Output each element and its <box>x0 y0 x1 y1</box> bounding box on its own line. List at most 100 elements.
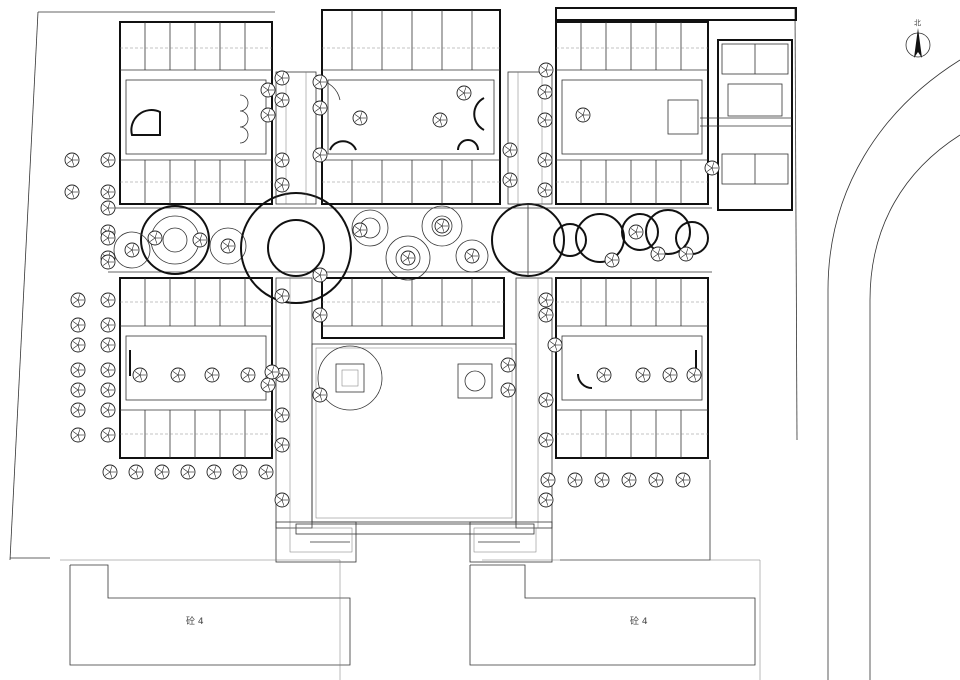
tree-icon <box>70 402 86 418</box>
tree-icon <box>274 177 290 193</box>
tree-icon <box>596 367 612 383</box>
tree-icon <box>434 218 450 234</box>
tree-icon <box>240 367 256 383</box>
classroom-block-center <box>321 277 505 339</box>
tree-icon <box>70 382 86 398</box>
tree-icon <box>70 317 86 333</box>
entrance-gates <box>275 521 553 563</box>
tree-icon <box>64 184 80 200</box>
tree-icon <box>575 107 591 123</box>
tree-icon <box>274 152 290 168</box>
existing-building-southwest: 砼 4 <box>60 559 351 680</box>
tree-icon <box>628 224 644 240</box>
building-label-southwest: 砼 4 <box>186 615 204 627</box>
tree-icon <box>500 382 516 398</box>
tree-icon <box>502 142 518 158</box>
central-plaza <box>295 343 535 535</box>
tree-icon <box>64 152 80 168</box>
circular-garden-band <box>108 192 712 304</box>
tree-icon <box>258 464 274 480</box>
tree-icon <box>312 147 328 163</box>
tree-icon <box>678 246 694 262</box>
tree-icon <box>662 367 678 383</box>
tree-icon <box>650 246 666 262</box>
tree-icon <box>70 292 86 308</box>
north-arrow: 北 <box>905 19 931 58</box>
tree-icon <box>206 464 222 480</box>
existing-building-southeast: 砼 4 <box>469 559 761 680</box>
tree-icon <box>100 317 116 333</box>
tree-icon <box>180 464 196 480</box>
tree-icon <box>537 182 553 198</box>
tree-icon <box>621 472 637 488</box>
tree-icon <box>537 84 553 100</box>
tree-icon <box>312 267 328 283</box>
tree-icon <box>260 82 276 98</box>
tree-icon <box>456 85 472 101</box>
tree-icon <box>537 152 553 168</box>
tree-icon <box>312 74 328 90</box>
tree-icon <box>432 112 448 128</box>
tree-icon <box>132 367 148 383</box>
tree-icon <box>170 367 186 383</box>
tree-icon <box>502 172 518 188</box>
tree-icon <box>352 110 368 126</box>
tree-icon <box>100 402 116 418</box>
tree-icon <box>648 472 664 488</box>
curved-road <box>827 59 960 680</box>
tree-icon <box>540 472 556 488</box>
tree-icon <box>260 107 276 123</box>
tree-icon <box>604 252 620 268</box>
tree-icon <box>100 292 116 308</box>
courtyard-block-northeast <box>473 21 709 205</box>
tree-icon <box>538 392 554 408</box>
tree-icon <box>232 464 248 480</box>
tree-icon <box>312 100 328 116</box>
tree-icon <box>100 200 116 216</box>
tree-icon <box>274 288 290 304</box>
building-label-southeast: 砼 4 <box>630 615 648 627</box>
tree-icon <box>274 492 290 508</box>
tree-icon <box>70 337 86 353</box>
tree-icon <box>538 292 554 308</box>
tree-icon <box>464 248 480 264</box>
tree-icon <box>274 70 290 86</box>
tree-icon <box>704 160 720 176</box>
tree-icon <box>100 184 116 200</box>
tree-icon <box>102 464 118 480</box>
tree-icon <box>204 367 220 383</box>
tree-icon <box>274 92 290 108</box>
tree-icon <box>537 112 553 128</box>
tree-icon <box>567 472 583 488</box>
tree-icon <box>500 357 516 373</box>
tree-icon <box>100 362 116 378</box>
courtyard-block-east <box>555 277 709 459</box>
tree-icon <box>538 432 554 448</box>
tree-icon <box>100 337 116 353</box>
covered-walkways <box>275 71 553 529</box>
tree-layer <box>64 62 720 508</box>
tree-icon <box>312 307 328 323</box>
tree-icon <box>128 464 144 480</box>
tree-icon <box>192 232 208 248</box>
tree-icon <box>100 152 116 168</box>
tree-icon <box>538 62 554 78</box>
tree-icon <box>686 367 702 383</box>
tree-icon <box>538 492 554 508</box>
tree-icon <box>147 230 163 246</box>
tree-icon <box>352 222 368 238</box>
tree-icon <box>100 254 116 270</box>
tree-icon <box>538 307 554 323</box>
courtyard-block-north <box>317 9 501 205</box>
tree-icon <box>274 437 290 453</box>
tree-icon <box>400 250 416 266</box>
tree-icon <box>547 337 563 353</box>
tree-icon <box>124 242 140 258</box>
tree-icon <box>594 472 610 488</box>
tree-icon <box>264 364 280 380</box>
tree-icon <box>220 238 236 254</box>
tree-icon <box>274 407 290 423</box>
courtyard-block-northwest <box>119 21 273 205</box>
tree-icon <box>635 367 651 383</box>
